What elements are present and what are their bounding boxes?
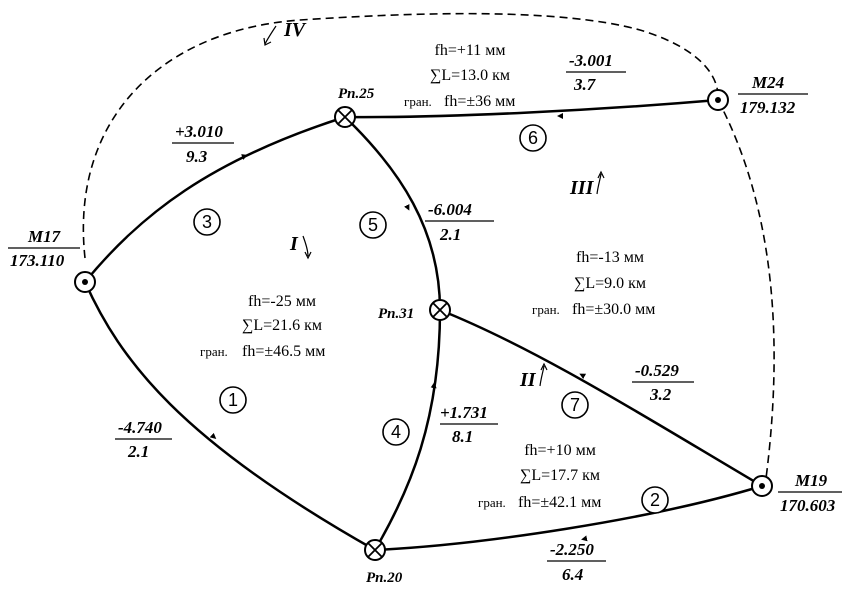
arrow-line-2 [581,535,588,542]
svg-text:fh=±36 мм: fh=±36 мм [444,93,515,110]
svg-text:6.4: 6.4 [562,565,583,584]
svg-text:2: 2 [650,490,660,510]
line-3-values: +3.010 9.3 [172,122,234,166]
line-1 [83,281,376,552]
svg-text:III: III [569,177,595,199]
line-2 [374,484,763,552]
svg-text:+1.731: +1.731 [440,403,488,422]
line-4 [373,309,442,551]
svg-text:-4.740: -4.740 [118,418,162,437]
svg-text:fh=±30.0 мм: fh=±30.0 мм [572,301,655,318]
svg-text:I: I [289,233,299,255]
line-6 [344,98,719,119]
svg-text:7: 7 [570,395,580,415]
line-7-values: -0.529 3.2 [632,361,694,404]
polygon-i-label: I [289,233,312,260]
svg-text:∑L=17.7 км: ∑L=17.7 км [520,467,600,484]
line-3 [84,115,346,283]
node-rp31-symbol [429,299,451,321]
line-number-3: 3 [193,208,221,236]
svg-text:гран.: гран. [532,302,560,317]
polygon-iii-label: III [569,170,605,199]
polygon-iv-closure: fh=+11 мм ∑L=13.0 км гран. fh=±36 мм [404,42,515,110]
svg-text:fh=+11 мм: fh=+11 мм [434,42,505,59]
node-rp25-symbol [334,106,356,128]
dashed-m24-m19 [717,99,775,487]
svg-text:II: II [519,369,537,391]
polygon-iii-closure: fh=-13 мм ∑L=9.0 км гран. fh=±30.0 мм [532,249,655,318]
svg-text:2.1: 2.1 [127,442,149,461]
svg-text:1: 1 [228,390,238,410]
line-number-1: 1 [219,386,247,414]
svg-text:3.2: 3.2 [649,385,672,404]
svg-text:-0.529: -0.529 [635,361,679,380]
svg-text:fh=-25 мм: fh=-25 мм [248,293,316,310]
svg-text:6: 6 [528,128,538,148]
line-number-4: 4 [382,418,410,446]
line-7 [439,308,763,488]
svg-text:-6.004: -6.004 [428,200,472,219]
station-m19-height: 170.603 [780,496,836,515]
line-1-values: -4.740 2.1 [115,418,172,461]
svg-text:IV: IV [283,19,307,41]
polygon-iv-label: IV [263,19,307,46]
svg-text:fh=±42.1 мм: fh=±42.1 мм [518,494,601,511]
svg-text:3.7: 3.7 [573,75,597,94]
svg-text:гран.: гран. [478,495,506,510]
benchmark-m19-symbol [751,475,773,497]
station-m17-name: M17 [27,227,62,246]
svg-text:гран.: гран. [200,344,228,359]
svg-text:∑L=21.6 км: ∑L=21.6 км [242,317,322,334]
station-m19-name: M19 [794,471,828,490]
svg-text:+3.010: +3.010 [175,122,223,141]
station-m24-height: 179.132 [740,98,796,117]
line-4-values: +1.731 8.1 [440,403,498,446]
arrow-line-1 [209,432,217,439]
svg-text:-2.250: -2.250 [550,540,594,559]
node-rp20-label: Рп.20 [366,570,403,586]
svg-text:9.3: 9.3 [186,147,208,166]
dashed-loop-iv [82,12,719,259]
svg-text:гран.: гран. [404,94,432,109]
polygon-ii-label: II [519,362,548,391]
svg-text:8.1: 8.1 [452,427,473,446]
svg-text:-3.001: -3.001 [569,51,613,70]
station-m24-name: M24 [751,73,784,92]
line-6-values: -3.001 3.7 [566,51,626,94]
svg-text:5: 5 [368,215,378,235]
station-m17-height: 173.110 [10,251,65,270]
line-5-values: -6.004 2.1 [425,200,494,244]
node-rp25-label: Рп.25 [338,86,375,102]
node-rp20-symbol [364,539,386,561]
benchmark-m17-symbol [74,271,96,293]
svg-text:2.1: 2.1 [439,225,461,244]
polygon-i-closure: fh=-25 мм ∑L=21.6 км гран. fh=±46.5 мм [200,293,325,360]
svg-text:3: 3 [202,212,212,232]
benchmark-m24-symbol [707,89,729,111]
line-5 [344,116,442,311]
line-number-6: 6 [519,124,547,152]
svg-text:fh=±46.5 мм: fh=±46.5 мм [242,343,325,360]
svg-text:∑L=9.0 км: ∑L=9.0 км [574,275,646,292]
node-rp31-label: Рп.31 [378,306,414,322]
svg-text:∑L=13.0 км: ∑L=13.0 км [430,67,510,84]
svg-text:fh=+10 мм: fh=+10 мм [524,442,596,459]
line-number-7: 7 [561,391,589,419]
svg-text:4: 4 [391,422,401,442]
line-number-5: 5 [359,211,387,239]
line-2-values: -2.250 6.4 [547,540,606,584]
polygon-ii-closure: fh=+10 мм ∑L=17.7 км гран. fh=±42.1 мм [478,442,601,511]
svg-text:fh=-13 мм: fh=-13 мм [576,249,644,266]
line-number-2: 2 [641,486,669,514]
